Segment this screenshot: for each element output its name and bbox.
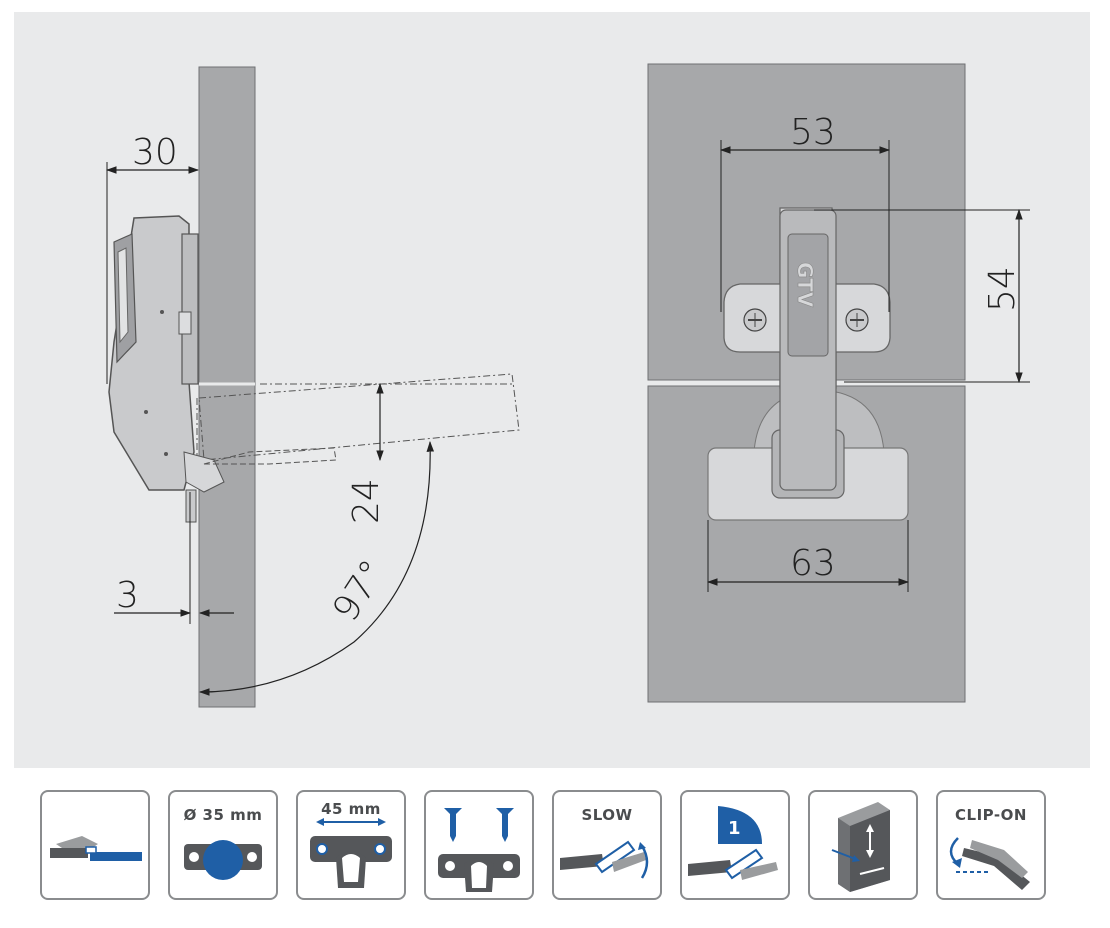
dim-door-gap: 3 xyxy=(116,575,139,616)
screw-mount-icon xyxy=(424,790,534,900)
soft-close-label: SLOW xyxy=(581,806,633,824)
cup-diameter-icon: Ø 35 mm xyxy=(168,790,278,900)
hinge-arm-side xyxy=(108,215,225,523)
cup-diameter-label: Ø 35 mm xyxy=(183,806,263,824)
one-way-number: 1 xyxy=(728,818,741,839)
hinge-front-view: GTV xyxy=(707,207,909,521)
adjustment-icon xyxy=(808,790,918,900)
one-way-icon: 1 xyxy=(680,790,790,900)
dim-screw-spacing: 53 xyxy=(790,112,836,153)
feature-icon-row: Ø 35 mm 45 mm xyxy=(40,790,1050,902)
dim-door-protrusion: 24 xyxy=(346,478,387,524)
clip-on-icon: CLIP-ON xyxy=(936,790,1046,900)
clip-on-label: CLIP-ON xyxy=(955,806,1027,824)
dim-opening-angle: 97° xyxy=(325,553,394,629)
soft-close-icon: SLOW xyxy=(552,790,662,900)
dim-cup-offset: 30 xyxy=(132,132,178,173)
hinge-drawing: 30 3 24 97° GTV 53 54 63 xyxy=(105,63,1030,708)
mount-spacing-label: 45 mm xyxy=(321,800,381,818)
cabinet-side-board xyxy=(198,66,256,708)
dim-plate-width: 63 xyxy=(790,543,836,584)
opened-door-outline xyxy=(196,373,520,461)
gtv-logo: GTV xyxy=(793,262,817,308)
overlay-type-icon xyxy=(40,790,150,900)
dim-mount-height: 54 xyxy=(982,266,1023,312)
mount-spacing-icon: 45 mm xyxy=(296,790,406,900)
technical-drawing-panel: 30 3 24 97° GTV 53 54 63 xyxy=(14,12,1090,768)
